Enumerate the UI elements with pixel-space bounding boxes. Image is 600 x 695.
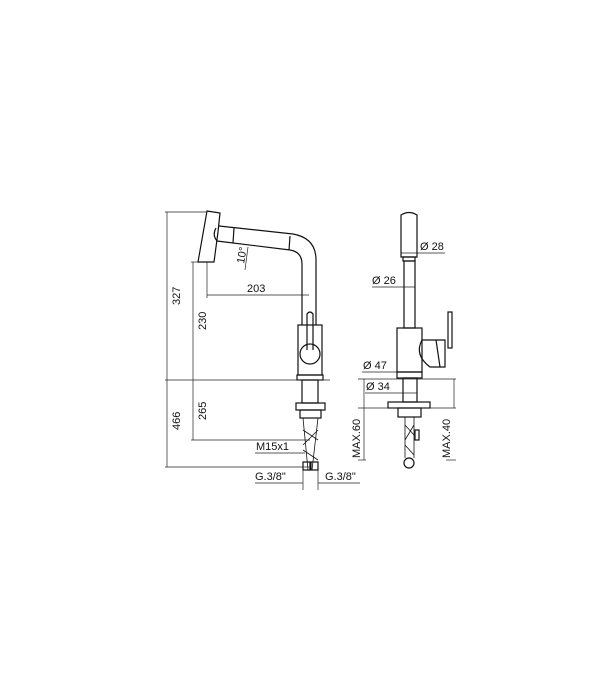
dim-203: 203 xyxy=(247,283,265,295)
side-view: Ø 28 Ø 26 Ø 47 Ø 34 MAX.60 MAX.40 xyxy=(351,211,456,469)
front-view: 327 466 230 265 203 10° M15x1 G.3/8" G.3… xyxy=(165,210,360,490)
side-dimension-lines xyxy=(358,252,456,461)
dim-265: 265 xyxy=(197,402,209,420)
side-faucet-outline xyxy=(387,211,453,469)
dim-g38-right: G.3/8" xyxy=(325,471,356,483)
dim-g38-left: G.3/8" xyxy=(255,471,286,483)
dim-327: 327 xyxy=(171,287,183,305)
dim-466: 466 xyxy=(171,412,183,430)
dim-10-degrees: 10° xyxy=(235,246,250,264)
dim-dia-26: Ø 26 xyxy=(372,275,396,287)
dim-max-60: MAX.60 xyxy=(351,419,363,458)
dim-dia-34: Ø 34 xyxy=(366,381,390,393)
front-faucet-outline xyxy=(197,210,326,471)
dim-230: 230 xyxy=(197,312,209,330)
dim-dia-28: Ø 28 xyxy=(420,241,444,253)
dim-max-40: MAX.40 xyxy=(441,419,453,458)
front-dimension-lines xyxy=(165,211,360,490)
dim-m15x1: M15x1 xyxy=(256,441,289,453)
dim-dia-47: Ø 47 xyxy=(363,360,387,372)
